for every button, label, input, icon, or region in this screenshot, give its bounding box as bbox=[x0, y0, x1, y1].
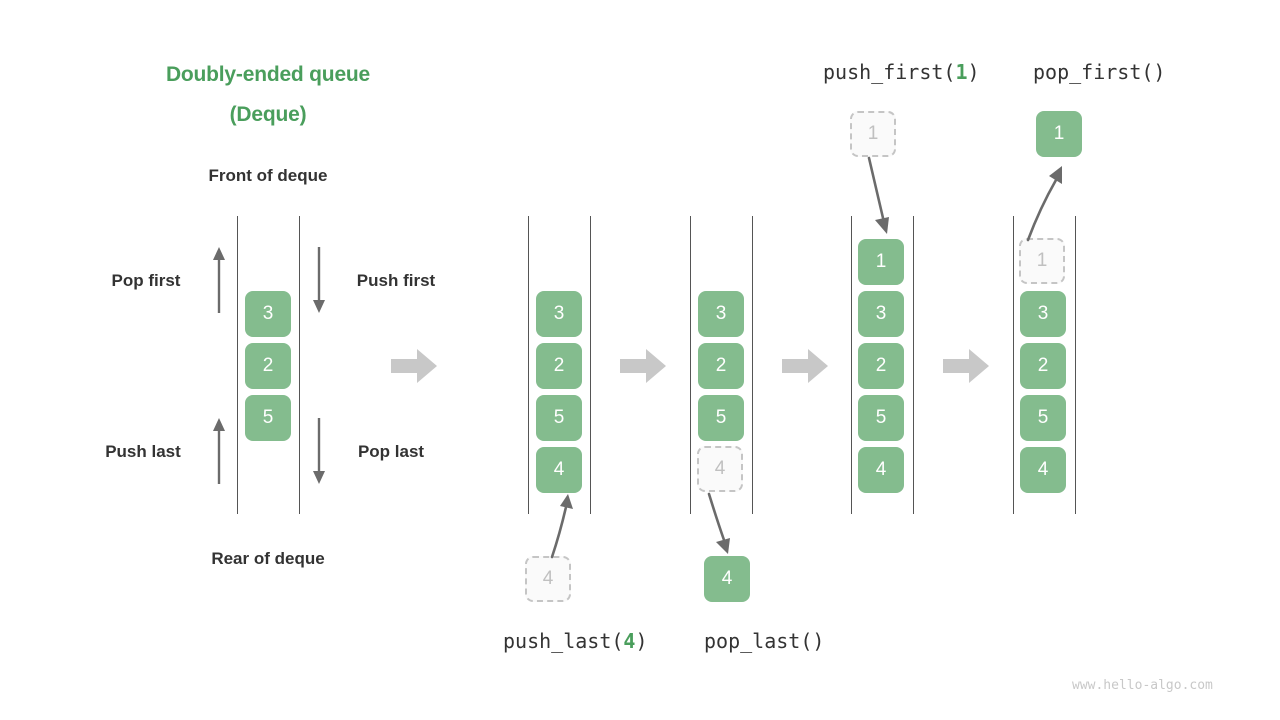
push-last-arrow bbox=[211, 418, 227, 484]
push-last-curve-arrow bbox=[540, 489, 580, 559]
pop-last-curve-arrow bbox=[703, 492, 743, 558]
stage-push-first-cell-3: 5 bbox=[858, 395, 904, 441]
push-first-operation-label: push_first(1) bbox=[823, 60, 980, 84]
left-diagram-rail-right bbox=[299, 216, 300, 514]
push-last-operation-label: push_last(4) bbox=[503, 629, 648, 653]
stage-pop-last-rail-left bbox=[690, 216, 691, 514]
left-diagram-cell-2: 5 bbox=[245, 395, 291, 441]
stage-pop-first-cell-3: 5 bbox=[1020, 395, 1066, 441]
push-last-operation-close: ) bbox=[635, 629, 648, 653]
step-arrow-2-icon bbox=[620, 349, 666, 383]
stage-pop-first-cell-0: 1 bbox=[1019, 238, 1065, 284]
pop-first-arrow bbox=[211, 247, 227, 313]
push-first-arrow bbox=[311, 247, 327, 313]
stage-push-last-cell-0: 3 bbox=[536, 291, 582, 337]
step-arrow-3-icon bbox=[782, 349, 828, 383]
pop-last-label: Pop last bbox=[357, 442, 425, 461]
stage-pop-last-cell-3: 4 bbox=[697, 446, 743, 492]
stage-push-first-rail-right bbox=[913, 216, 914, 514]
stage-pop-first-cell-1: 3 bbox=[1020, 291, 1066, 337]
stage-pop-first-cell-4: 4 bbox=[1020, 447, 1066, 493]
push-last-operation-arg: 4 bbox=[623, 629, 636, 653]
stage-pop-first-rail-right bbox=[1075, 216, 1076, 514]
stage-push-first-cell-0: 1 bbox=[858, 239, 904, 285]
pop-last-operation-label: pop_last() bbox=[704, 629, 825, 653]
stage-pop-last-cell-1: 2 bbox=[698, 343, 744, 389]
stage-push-last-cell-3: 4 bbox=[536, 447, 582, 493]
step-arrow-4-icon bbox=[943, 349, 989, 383]
pop-first-curve-arrow bbox=[1022, 158, 1070, 242]
push-first-operation-arg: 1 bbox=[955, 60, 968, 84]
push-last-operation-name: push_last( bbox=[503, 629, 624, 653]
push-first-curve-arrow bbox=[862, 156, 902, 238]
push-first-operation-close: ) bbox=[967, 60, 980, 84]
pop-first-label: Pop first bbox=[111, 271, 181, 290]
stage-pop-last-cell-0: 3 bbox=[698, 291, 744, 337]
stage-push-last-cell-2: 5 bbox=[536, 395, 582, 441]
stage-push-last-rail-right bbox=[590, 216, 591, 514]
stage-push-first-cell-2: 2 bbox=[858, 343, 904, 389]
front-of-deque-label: Front of deque bbox=[208, 166, 328, 185]
stage-pop-first-cell-2: 2 bbox=[1020, 343, 1066, 389]
push-first-operation-name: push_first( bbox=[823, 60, 956, 84]
stage-push-last-external-cell: 4 bbox=[525, 556, 571, 602]
diagram-title-line1: Doubly-ended queue bbox=[165, 63, 371, 86]
stage-pop-last-external-cell: 4 bbox=[704, 556, 750, 602]
left-diagram-cell-0: 3 bbox=[245, 291, 291, 337]
site-watermark: www.hello-algo.com bbox=[1072, 678, 1213, 693]
step-arrow-1-icon bbox=[391, 349, 437, 383]
diagram-title-line2: (Deque) bbox=[229, 103, 307, 126]
pop-first-operation-label: pop_first() bbox=[1033, 60, 1166, 84]
push-last-label: Push last bbox=[105, 442, 181, 461]
stage-push-first-cell-4: 4 bbox=[858, 447, 904, 493]
stage-push-first-cell-1: 3 bbox=[858, 291, 904, 337]
stage-push-first-external-cell: 1 bbox=[850, 111, 896, 157]
push-first-label: Push first bbox=[356, 271, 436, 290]
stage-pop-first-rail-left bbox=[1013, 216, 1014, 514]
stage-pop-last-cell-2: 5 bbox=[698, 395, 744, 441]
stage-push-first-rail-left bbox=[851, 216, 852, 514]
pop-last-arrow bbox=[311, 418, 327, 484]
left-diagram-rail-left bbox=[237, 216, 238, 514]
stage-pop-first-external-cell: 1 bbox=[1036, 111, 1082, 157]
rear-of-deque-label: Rear of deque bbox=[211, 549, 325, 568]
stage-push-last-rail-left bbox=[528, 216, 529, 514]
stage-push-last-cell-1: 2 bbox=[536, 343, 582, 389]
left-diagram-cell-1: 2 bbox=[245, 343, 291, 389]
stage-pop-last-rail-right bbox=[752, 216, 753, 514]
